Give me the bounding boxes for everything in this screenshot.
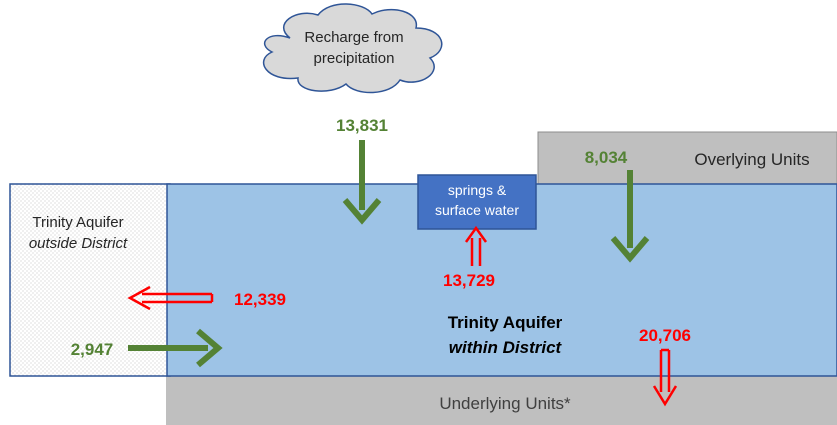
outside-district-label-line2: outside District	[29, 235, 128, 252]
outside-district-label-line1: Trinity Aquifer	[32, 214, 123, 231]
overlying-inflow-value: 8,034	[585, 148, 628, 167]
springs-label-line1: springs &	[448, 182, 507, 198]
underlying-outflow-arrow	[652, 348, 678, 407]
recharge-value: 13,831	[336, 116, 388, 135]
outside-inflow-value: 2,947	[71, 340, 114, 359]
outside-outflow-arrow	[127, 285, 214, 311]
overlying-inflow-arrow	[610, 170, 650, 263]
within-district-label-line1: Trinity Aquifer	[448, 313, 563, 332]
cloud-label-line2: precipitation	[314, 50, 395, 67]
springs-label-line2: surface water	[435, 202, 519, 218]
outside-district-box	[9, 183, 171, 377]
overlying-units-layer	[537, 131, 837, 185]
recharge-cloud	[262, 3, 443, 94]
springs-outflow-arrow	[464, 225, 488, 266]
underlying-outflow-value: 20,706	[639, 326, 691, 345]
outside-inflow-arrow	[128, 328, 223, 368]
outside-outflow-value: 12,339	[234, 290, 286, 309]
cloud-label-line1: Recharge from	[304, 29, 403, 46]
within-district-label-line2: within District	[449, 338, 563, 357]
underlying-units-layer	[166, 375, 837, 425]
overlying-units-label: Overlying Units	[694, 150, 809, 169]
springs-outflow-value: 13,729	[443, 271, 495, 290]
underlying-units-label: Underlying Units*	[439, 394, 571, 413]
recharge-arrow	[342, 140, 382, 225]
springs-surface-water-box	[417, 174, 537, 230]
